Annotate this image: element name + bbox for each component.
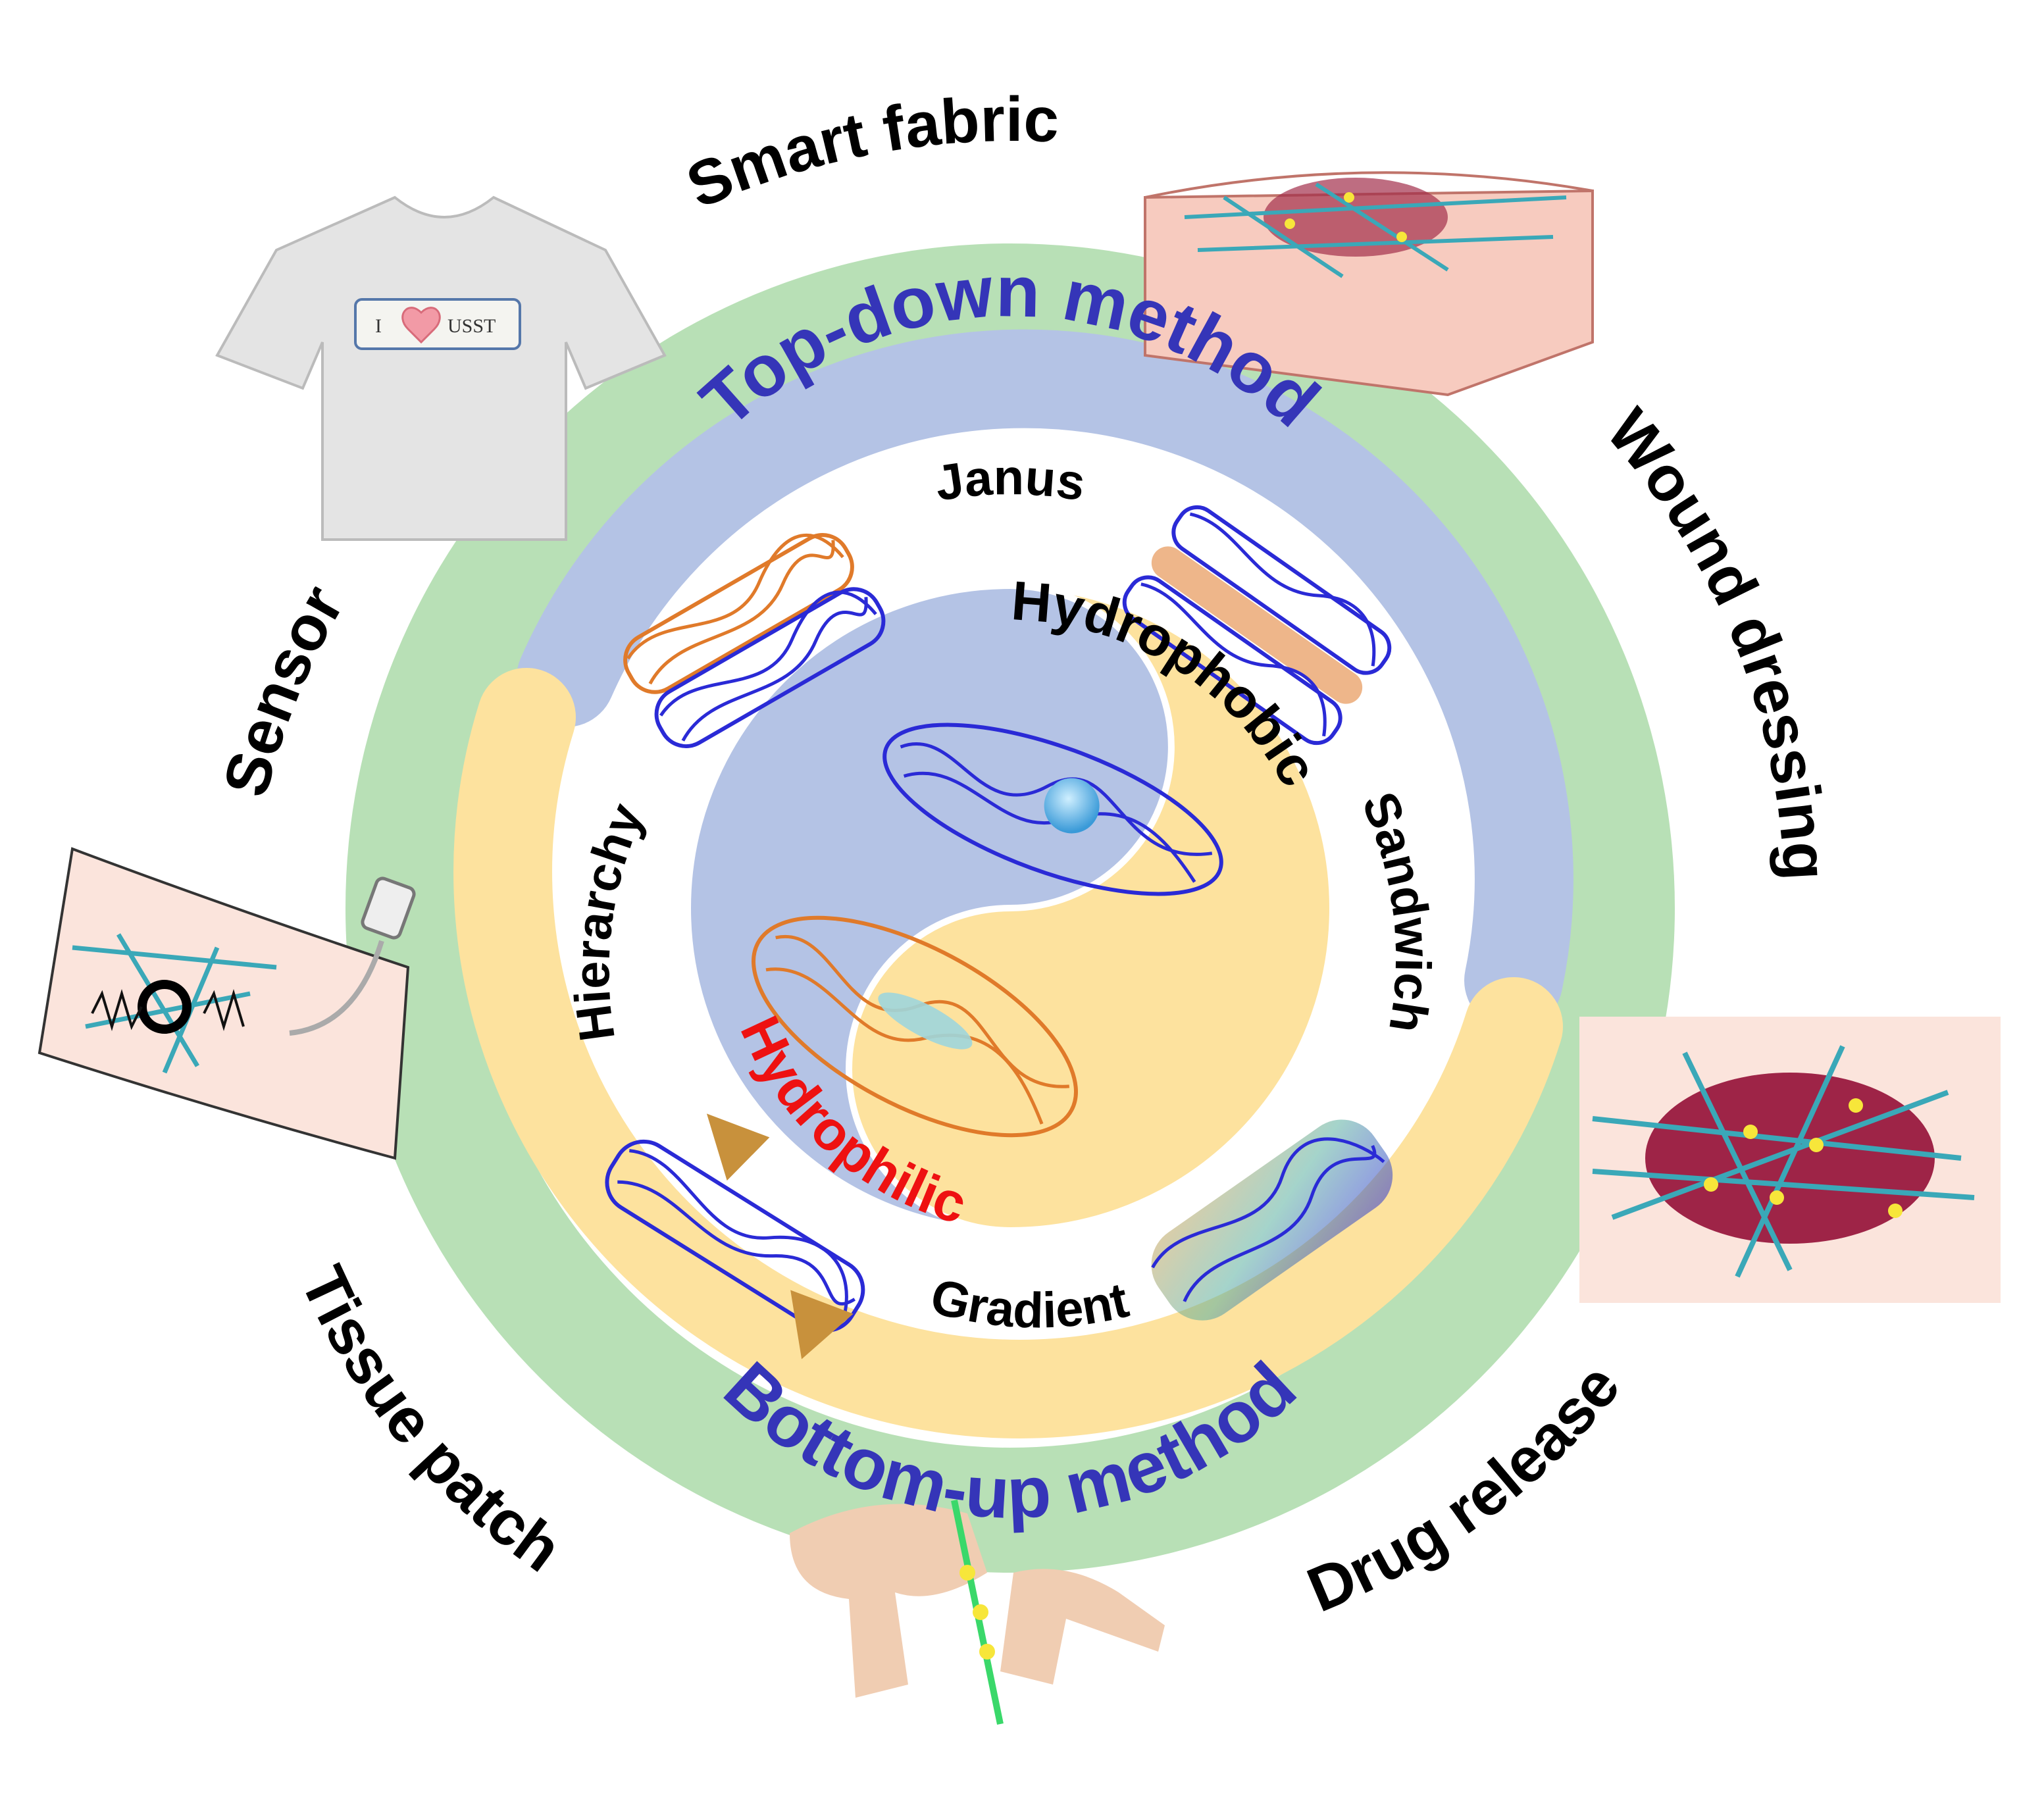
top-down-method-arc (517, 329, 1573, 1030)
heart-icon (401, 307, 441, 344)
hydrophilic-fiber-mat (752, 915, 1078, 1138)
sensor-chip-icon (361, 876, 416, 940)
label-smart-fabric: Smart fabric (677, 84, 1060, 222)
label-janus: Janus (932, 449, 1089, 512)
wound-healing-illustration (1579, 1017, 2001, 1303)
smart-fabric-tshirt: I USST (215, 195, 667, 541)
janus-fiber-mat (623, 533, 886, 748)
tshirt-print-left: I (375, 315, 382, 337)
sensor-electrode-icon (138, 980, 192, 1034)
gradient-fiber-mat (1151, 1119, 1393, 1321)
particle-icon (706, 1113, 770, 1181)
water-droplet-icon (1044, 778, 1100, 834)
sandwich-fiber-mat (1122, 505, 1392, 746)
tshirt-print-right: USST (447, 315, 496, 337)
label-sensor: Sensor (210, 574, 357, 803)
hierarchy-fiber-mat (605, 1113, 865, 1359)
spread-droplet-icon (878, 992, 973, 1050)
hydrophobic-fiber-mat (882, 723, 1223, 896)
wound-dressing-skin-illustration (1144, 171, 1594, 397)
knee-joint-illustration (790, 1499, 1165, 1725)
bottom-up-method-arc (453, 668, 1563, 1438)
sensor-arm-illustration (38, 847, 416, 1160)
wettability-yin-yang (684, 582, 1336, 1234)
